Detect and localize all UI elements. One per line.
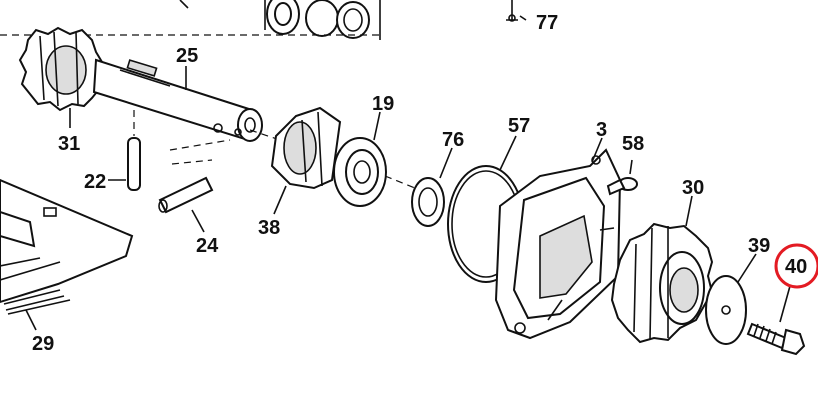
callout-22: 22 (84, 171, 106, 193)
part-29-plate (0, 178, 134, 315)
part-40-bolt (746, 322, 806, 356)
part-58-screw (606, 177, 638, 196)
assembly-centerline (249, 129, 621, 271)
part-38-housing (270, 106, 342, 190)
part-24-pin (158, 176, 214, 214)
shaft-guide-dashes (169, 139, 231, 165)
part-30-gear (610, 222, 714, 344)
callout-40: 40 (785, 256, 807, 278)
part-76-seal (411, 177, 445, 227)
part-25-shaft (92, 58, 263, 142)
leader-lines (25, 15, 791, 331)
callout-39: 39 (748, 235, 770, 257)
part-39-washer (705, 275, 747, 345)
callout-76: 76 (442, 129, 464, 151)
callout-24: 24 (196, 235, 219, 257)
callout-19: 19 (372, 93, 394, 115)
callout-40-highlight-circle (774, 243, 818, 289)
callout-25: 25 (176, 45, 198, 67)
callout-29: 29 (32, 333, 54, 355)
callout-58: 58 (622, 133, 644, 155)
callout-30: 30 (682, 177, 704, 199)
callout-77: 77 (536, 12, 558, 34)
callout-57: 57 (508, 115, 530, 137)
callout-31: 31 (58, 133, 80, 155)
top-clipped-parts (0, 0, 381, 40)
callout-38: 38 (258, 217, 280, 239)
part-31-gear (18, 26, 104, 112)
part-77-pin (506, 0, 518, 22)
part-22-pin (127, 110, 141, 191)
part-3-pump-body (494, 148, 622, 340)
callout-3: 3 (596, 119, 607, 141)
part-19-bearing (333, 137, 387, 207)
